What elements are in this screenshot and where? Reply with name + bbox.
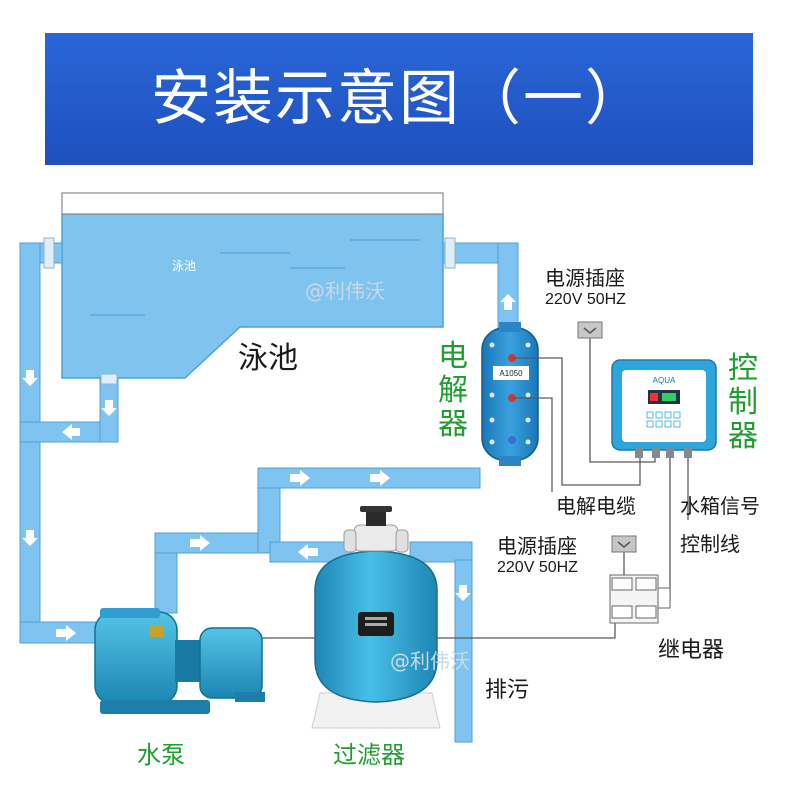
filter-label: 过滤器 — [333, 741, 405, 769]
relay — [609, 574, 671, 624]
electrolyzer-label: 电解器 — [438, 339, 468, 442]
electrolyzer-model: A1050 — [499, 369, 523, 378]
flow-arrow-icon — [56, 625, 76, 641]
watermark: @利伟沃 — [390, 649, 470, 673]
power-socket-bottom-spec: 220V 50HZ — [497, 559, 578, 576]
drain-label: 排污 — [485, 678, 530, 703]
title-banner: 安装示意图（一） — [45, 33, 753, 165]
electrolysis-cable-label: 电解电缆 — [556, 494, 636, 518]
page-title: 安装示意图（一） — [151, 64, 647, 134]
electrolyzer-cell — [481, 322, 539, 466]
pump-label: 水泵 — [137, 741, 185, 769]
flow-arrow-icon — [298, 544, 318, 560]
flow-arrow-icon — [290, 470, 310, 486]
pump — [94, 608, 265, 714]
flow-arrow-icon — [500, 294, 516, 310]
controller-label: 控制器 — [728, 351, 758, 454]
flow-arrows — [22, 294, 516, 641]
power-socket-top — [577, 321, 603, 339]
pipe-fittings — [43, 237, 456, 385]
flow-arrow-icon — [455, 585, 471, 601]
tank-signal-line-label-2: 控制线 — [680, 532, 740, 556]
relay-label: 继电器 — [658, 638, 725, 663]
flow-arrow-icon — [101, 400, 117, 416]
flow-arrow-icon — [190, 535, 210, 551]
power-socket-top-spec: 220V 50HZ — [545, 291, 626, 308]
controller-box — [611, 359, 717, 458]
filter-tank — [311, 506, 441, 729]
power-socket-bottom — [611, 535, 637, 553]
flow-arrow-icon — [22, 370, 38, 386]
controller-brand: AQUA — [653, 376, 676, 385]
pool — [61, 192, 444, 379]
watermark: @利伟沃 — [305, 279, 385, 303]
pool-inner-label: 泳池 — [172, 259, 197, 273]
tank-signal-line-label-1: 水箱信号 — [680, 494, 760, 518]
flow-arrow-icon — [62, 424, 80, 440]
pool-label: 泳池 — [238, 341, 298, 376]
flow-arrow-icon — [370, 470, 390, 486]
power-socket-top-title: 电源插座 — [545, 266, 625, 290]
flow-arrow-icon — [22, 530, 38, 546]
power-socket-bottom-title: 电源插座 — [497, 534, 577, 558]
